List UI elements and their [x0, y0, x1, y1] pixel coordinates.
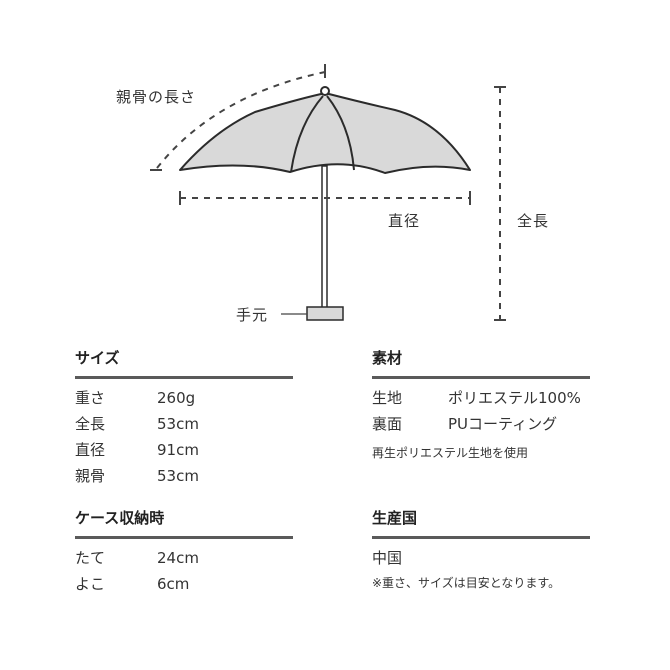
material-section: 素材 生地 ポリエステル100% 裏面 PUコーティング 再生ポリエステル生地を…: [372, 346, 590, 465]
spec-row: 生地 ポリエステル100%: [372, 385, 590, 411]
material-section-title: 素材: [372, 349, 403, 367]
spec-key: たて: [75, 549, 106, 567]
umbrella-diagram: 親骨の長さ 直径 全長 手元: [116, 64, 550, 324]
spec-value: PUコーティング: [448, 415, 558, 433]
case-section-title: ケース収納時: [75, 509, 165, 527]
umbrella-canopy: [179, 93, 471, 174]
spec-key: 重さ: [75, 389, 106, 407]
spec-key: 親骨: [75, 467, 106, 485]
spec-key: 生地: [372, 389, 403, 407]
disclaimer-note: ※重さ、サイズは目安となります。: [372, 576, 561, 590]
spec-row: たて 24cm: [75, 545, 293, 571]
spec-value: 24cm: [157, 549, 199, 567]
spec-value: 6cm: [157, 575, 190, 593]
material-note: 再生ポリエステル生地を使用: [372, 446, 529, 460]
spec-row: 全長 53cm: [75, 411, 293, 437]
spec-key: よこ: [75, 575, 106, 593]
umbrella-illustration-icon: [150, 64, 506, 321]
section-divider: [75, 376, 293, 379]
rib-length-label: 親骨の長さ: [116, 88, 197, 106]
origin-country: 中国: [372, 549, 403, 567]
section-divider: [75, 536, 293, 539]
spec-row: 重さ 260g: [75, 385, 293, 411]
spec-key: 裏面: [372, 415, 403, 433]
origin-value: 中国: [372, 545, 590, 571]
diameter-label: 直径: [388, 212, 421, 230]
spec-value: ポリエステル100%: [448, 389, 581, 407]
spec-value: 53cm: [157, 415, 199, 433]
case-section: ケース収納時 たて 24cm よこ 6cm: [75, 506, 293, 597]
size-section: サイズ 重さ 260g 全長 53cm 直径 91cm 親骨 53cm: [75, 346, 293, 489]
origin-section-title: 生産国: [372, 509, 418, 527]
spec-row: 直径 91cm: [75, 437, 293, 463]
handle-label: 手元: [236, 306, 269, 324]
spec-key: 直径: [75, 441, 106, 459]
spec-value: 260g: [157, 389, 196, 407]
umbrella-handle: [306, 306, 344, 321]
umbrella-shaft: [321, 165, 328, 309]
spec-row: よこ 6cm: [75, 571, 293, 597]
total-length-label: 全長: [517, 212, 550, 230]
spec-value: 91cm: [157, 441, 199, 459]
size-section-title: サイズ: [75, 349, 120, 367]
section-divider: [372, 536, 590, 539]
origin-section: 生産国 中国 ※重さ、サイズは目安となります。: [372, 506, 590, 595]
spec-key: 全長: [75, 415, 106, 433]
rib-length-dashed-arc: [156, 71, 326, 169]
spec-row: 裏面 PUコーティング: [372, 411, 590, 437]
spec-row: 親骨 53cm: [75, 463, 293, 489]
spec-value: 53cm: [157, 467, 199, 485]
section-divider: [372, 376, 590, 379]
